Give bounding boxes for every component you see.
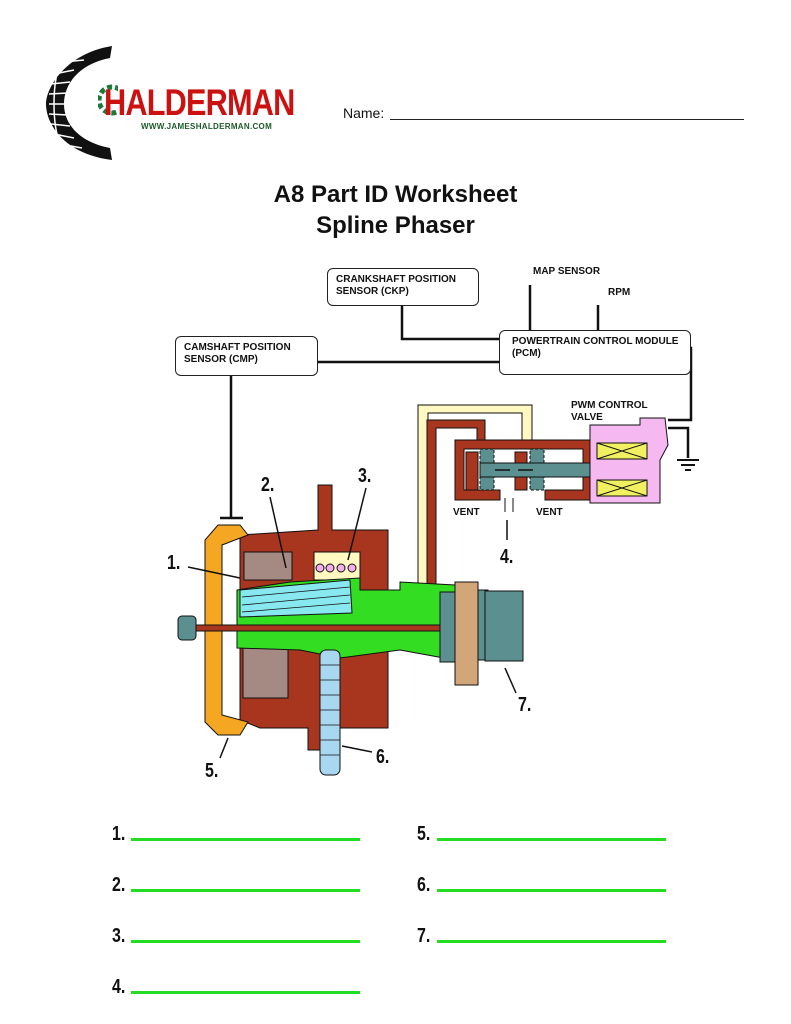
vent-right-label: VENT (536, 507, 563, 518)
gear-icon (98, 84, 118, 116)
callout-2: 2. (261, 474, 275, 496)
answer-7-line[interactable] (437, 940, 666, 943)
answer-3-number: 3. (112, 925, 126, 947)
ground-icon (677, 459, 699, 471)
spline-phaser-diagram (177, 285, 699, 776)
pcm-box: POWERTRAIN CONTROL MODULE (PCM) (499, 330, 691, 375)
name-label: Name: (343, 105, 385, 121)
vent-left-label: VENT (453, 507, 480, 518)
callout-6: 6. (376, 746, 390, 768)
name-input-line[interactable] (390, 119, 744, 120)
ckp-sensor-box: CRANKSHAFT POSITION SENSOR (CKP) (327, 268, 479, 306)
answer-2-number: 2. (112, 874, 126, 896)
map-sensor-label: MAP SENSOR (533, 266, 601, 277)
answer-6-line[interactable] (437, 889, 666, 892)
pwm-valve-label: PWM CONTROL VALVE (571, 400, 648, 423)
logo-wordmark: HALDERMAN (104, 82, 295, 123)
answer-6-number: 6. (417, 874, 431, 896)
callout-1: 1. (167, 552, 181, 574)
answer-2-line[interactable] (131, 889, 360, 892)
answer-4-number: 4. (112, 976, 126, 998)
callout-7: 7. (518, 694, 532, 716)
answer-1-number: 1. (112, 823, 126, 845)
answer-4-line[interactable] (131, 991, 360, 994)
callout-4: 4. (500, 546, 514, 568)
cmp-sensor-box: CAMSHAFT POSITION SENSOR (CMP) (175, 336, 318, 376)
page-subtitle: Spline Phaser (316, 212, 475, 239)
answer-5-number: 5. (417, 823, 431, 845)
callout-5: 5. (205, 760, 219, 782)
logo-url: WWW.JAMESHALDERMAN.COM (141, 122, 273, 131)
answer-1-line[interactable] (131, 838, 360, 841)
rpm-label: RPM (608, 287, 631, 298)
phaser-assembly (177, 484, 524, 776)
callout-arrows (187, 487, 517, 759)
answer-3-line[interactable] (131, 940, 360, 943)
tire-icon (46, 46, 112, 160)
answer-5-line[interactable] (437, 838, 666, 841)
page-title: A8 Part ID Worksheet (273, 181, 518, 208)
pwm-control-valve (454, 417, 669, 512)
answer-7-number: 7. (417, 925, 431, 947)
callout-3: 3. (358, 465, 372, 487)
